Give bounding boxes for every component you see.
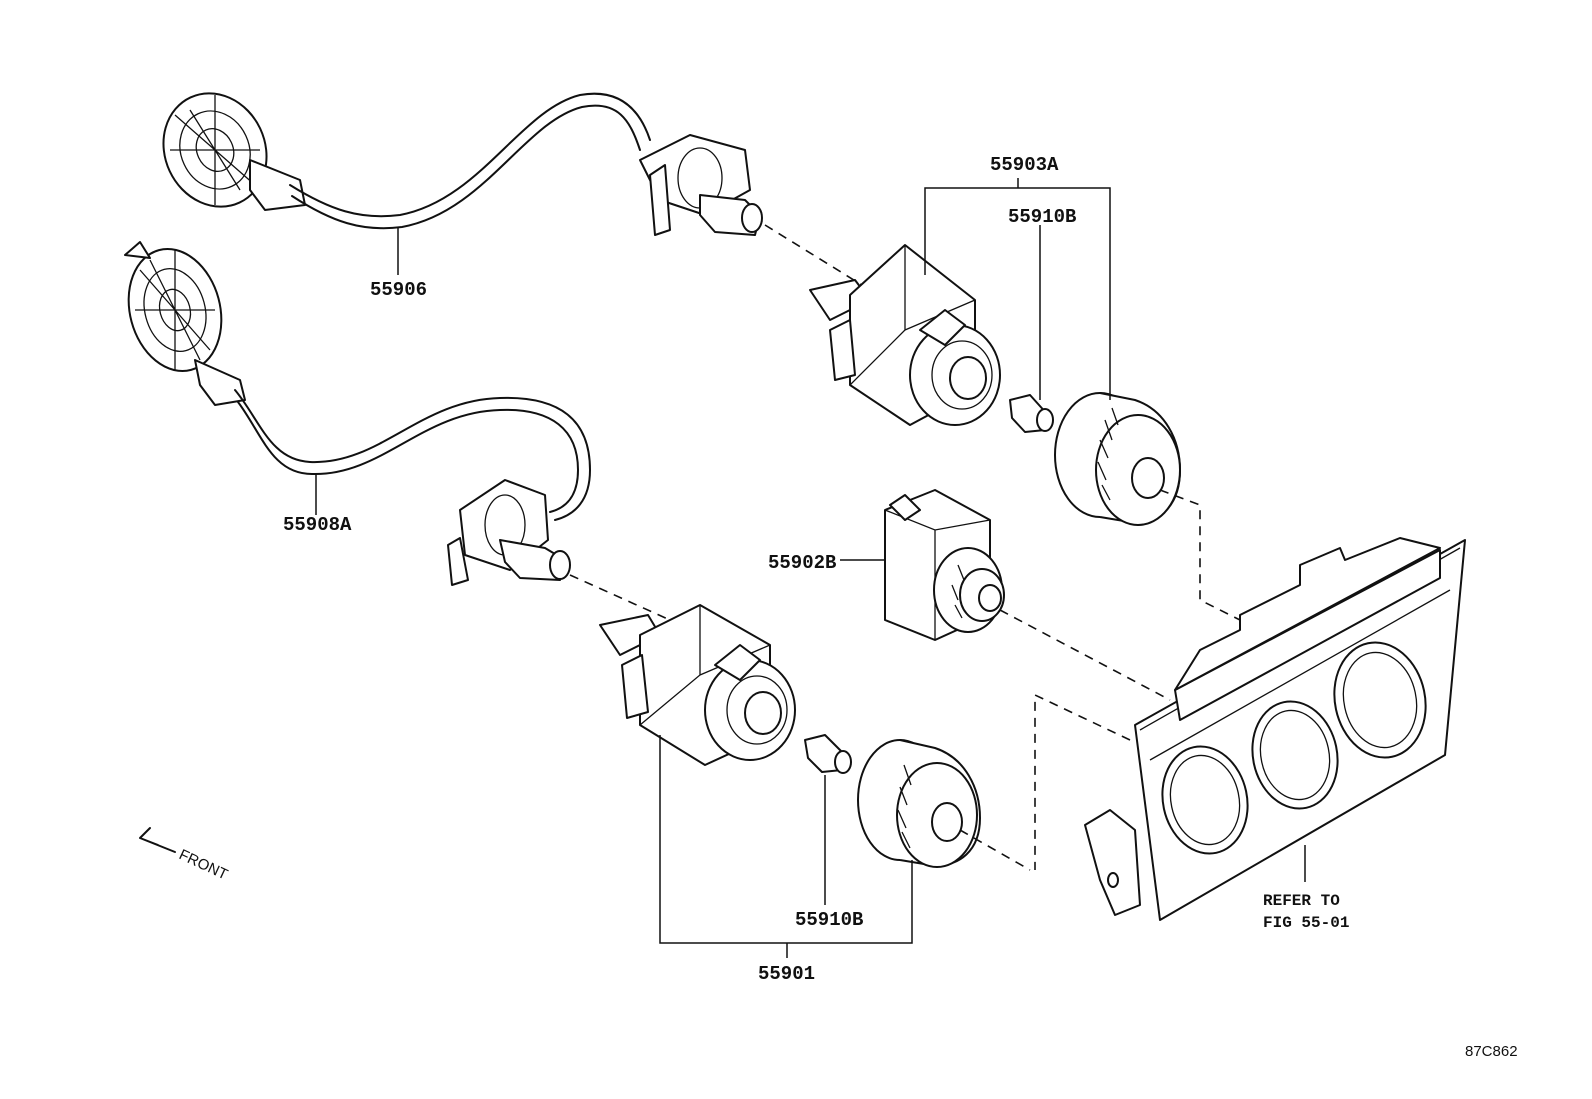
dash-line-3 [1159, 489, 1251, 626]
dash-line-5 [1034, 693, 1131, 870]
cable-assembly-55906 [162, 92, 763, 236]
label-55908A[interactable]: 55908A [283, 514, 352, 536]
label-55910B-bottom[interactable]: 55910B [795, 909, 863, 931]
bulb-upper [1009, 394, 1054, 433]
refer-text-line2: FIG 55-01 [1263, 914, 1349, 932]
front-label: FRONT [176, 846, 230, 883]
label-55910B-top[interactable]: 55910B [1008, 206, 1076, 228]
label-55901[interactable]: 55901 [758, 963, 815, 985]
refer-text-line1: REFER TO [1263, 892, 1340, 910]
dash-line-2 [569, 574, 671, 621]
bulb-lower [804, 734, 852, 774]
dash-line-1 [764, 224, 871, 291]
label-55903A[interactable]: 55903A [990, 154, 1059, 176]
dash-line-6 [959, 829, 1031, 871]
knob-upper [1054, 392, 1181, 526]
switch-lower [599, 604, 796, 766]
label-55902B[interactable]: 55902B [768, 552, 836, 574]
label-55906[interactable]: 55906 [370, 279, 427, 301]
dash-line-4 [999, 609, 1171, 701]
control-panel [1084, 537, 1466, 921]
bracket-55901 [659, 735, 913, 944]
front-arrow [139, 827, 176, 853]
switch-upper [809, 244, 1001, 426]
cable-assembly-55908A [124, 241, 591, 586]
knob-lower [857, 739, 981, 868]
diagram-code: 87C862 [1465, 1043, 1518, 1060]
switch-55902B [884, 489, 1005, 641]
